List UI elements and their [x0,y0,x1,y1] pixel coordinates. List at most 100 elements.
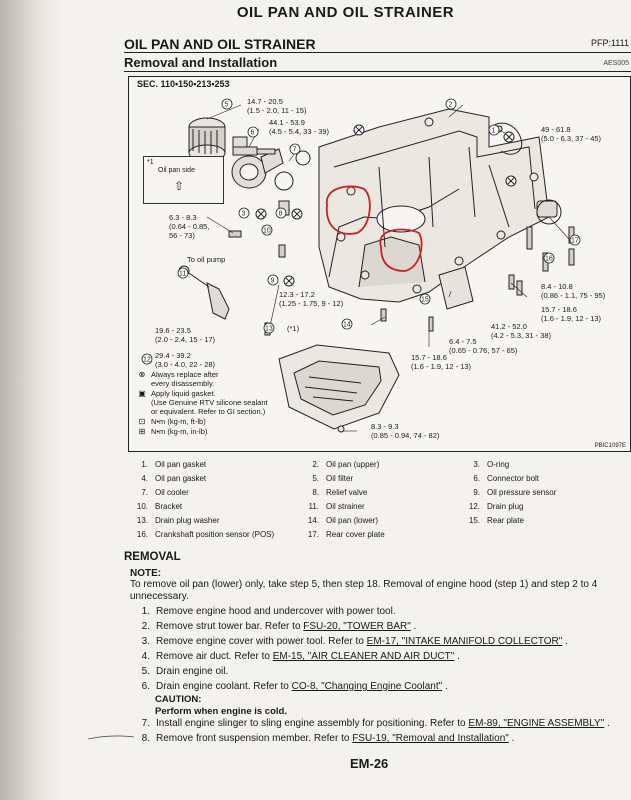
step-number: 6. [141,681,150,692]
running-head: OIL PAN AND OIL STRAINER [236,4,455,21]
sec-code: SEC. 110•150•213•253 [137,79,230,89]
part-number: 15. [468,516,480,525]
svg-text:5: 5 [225,102,229,109]
step-number: 3. [141,636,150,647]
step-suffix: . [410,621,417,632]
note-line: unnecessary. [130,591,189,602]
part-number: 6. [473,474,480,483]
torque-callout: 41.2 - 52.0 (4.2 - 5.3, 31 - 38) [491,322,552,340]
pen-mark [88,735,134,740]
doc-code: AES005 [603,60,629,67]
inset-star-label: *1 [147,159,154,166]
svg-text:9: 9 [271,278,275,285]
step-suffix: . [604,718,610,729]
inset-label: Oil pan side [158,167,195,174]
part-item: 4.Oil pan gasket [128,472,299,486]
part-number: 7. [141,488,148,497]
part-name: Drain plug washer [155,516,220,525]
cross-reference-link[interactable]: EM-15, "AIR CLEANER AND AIR DUCT" [272,651,455,662]
step-suffix: . [454,651,460,662]
key-row-replace: ⊗ Always replace after every disassembly. [137,370,268,388]
part-item: 7. Oil cooler [128,486,299,500]
torque-callout: 6.4 - 7.5 (0.65 - 0.76, 57 - 65) [449,337,518,355]
torque-callout: 19.6 - 23.5 (2.0 - 2.4, 15 - 17) [155,326,216,344]
parts-row: 10. Bracket 11. Oil strainer 12. Drain plug [128,500,628,514]
part-number: 3. [473,460,480,469]
connector-bolt-drawing [232,146,311,216]
svg-text:13: 13 [265,326,273,333]
removal-steps: 1.Remove engine hood and undercover with… [130,604,631,694]
leader-lines [206,104,570,432]
page-binding-shadow [0,0,60,800]
part-number: 1. [141,460,148,469]
svg-text:16: 16 [545,256,553,263]
red-markings [326,185,423,272]
note-text: To remove oil pan (lower) only, take ste… [130,579,631,603]
svg-text:3: 3 [242,211,246,218]
svg-text:17: 17 [571,238,579,245]
part-name: Oil strainer [326,502,365,511]
cross-reference-link[interactable]: FSU-20, "TOWER BAR" [303,621,411,632]
part-item: 9.Oil pressure sensor [460,486,628,500]
part-item: 13.Drain plug washer [128,514,299,528]
part-item: 2.Oil pan (upper) [299,458,460,472]
torque-callout: 8.3 - 9.3 (0.85 - 0.94, 74 - 82) [371,422,440,440]
torque-callout: 15.7 - 18.6 (1.6 - 1.9, 12 - 13) [411,353,472,371]
step-number: 5. [141,666,150,677]
part-name: Rear cover plate [326,530,385,539]
step-number: 1. [141,606,150,617]
part-number: 10. [136,502,148,511]
removal-step: 7.Install engine slinger to sling engine… [130,716,631,731]
step-text: Drain engine coolant. Refer to [156,681,292,692]
part-name: Oil filter [326,474,354,483]
cross-reference-link[interactable]: FSU-19, "Removal and Installation" [352,733,509,744]
part-number: 17. [307,530,319,539]
key-text: N•m (kg-m, ft-lb) [151,417,206,426]
key-text: Apply liquid gasket. (Use Genuine RTV si… [151,389,268,416]
part-number: 11. [308,502,319,511]
part-number: 16. [136,530,148,539]
step-number: 7. [141,718,150,729]
part-item: 16. Crankshaft position sensor (POS) [128,528,299,542]
part-name: Bracket [155,502,183,511]
svg-text:6: 6 [251,130,255,137]
part-name: Oil pressure sensor [487,488,557,497]
key-row-nm-inlb: ⊞N•m (kg-m, in-lb) [137,427,268,436]
upper-oil-pan-drawing [318,108,550,303]
replace-symbols [255,124,517,287]
arrow-up-icon: ⇧ [174,179,185,193]
removal-step: 3.Remove engine cover with power tool. R… [130,634,631,649]
note-line: To remove oil pan (lower) only, take ste… [130,579,598,590]
part-number: 14. [307,516,319,525]
parts-row: 16. Crankshaft position sensor (POS) 17. Re… [128,528,628,542]
section-title: OIL PAN AND OIL STRAINER [124,36,316,52]
part-number-circles: 5 6 7 2 1 3 8 10 11 9 13 14 15 17 16 12 [141,98,581,365]
subtitle-rule [124,71,631,72]
torque-callout: 8.4 - 10.8 (0.86 - 1.1, 75 - 95) [541,282,606,300]
part-name: Rear plate [487,516,524,525]
part-item: 6.Connector bolt [460,472,628,486]
caution-text: Perform when engine is cold. [155,706,287,717]
svg-text:14: 14 [343,322,351,329]
step-suffix: . [562,636,568,647]
part-name: Oil cooler [155,488,189,497]
cross-reference-link[interactable]: CO-8, "Changing Engine Coolant" [291,681,443,692]
cross-reference-link[interactable]: EM-17, "INTAKE MANIFOLD COLLECTOR" [366,636,563,647]
removal-step: 5.Drain engine oil. [130,664,631,679]
part-name: Drain plug [487,502,524,511]
key-text: Always replace after every disassembly. [151,370,219,388]
torque-callout: 49 - 61.8 (5.0 - 6.3, 37 - 45) [541,125,602,143]
replace-icon: ⊗ [138,370,146,379]
step-text: Remove air duct. Refer to [156,651,273,662]
part-name: Crankshaft position sensor (POS) [155,530,275,539]
torque-callout: 6.3 - 8.3 (0.64 - 0.85, 56 - 73) [169,213,210,240]
torque-callout: 29.4 - 39.2 (3.0 - 4.0, 22 - 28) [155,351,216,369]
part-name: Oil pan gasket [155,474,207,483]
cross-reference-link[interactable]: EM-89, "ENGINE ASSEMBLY" [468,718,605,729]
removal-step: 6. Drain engine coolant. Refer to CO-8, "… [130,679,631,694]
part-number: 12. [468,502,480,511]
